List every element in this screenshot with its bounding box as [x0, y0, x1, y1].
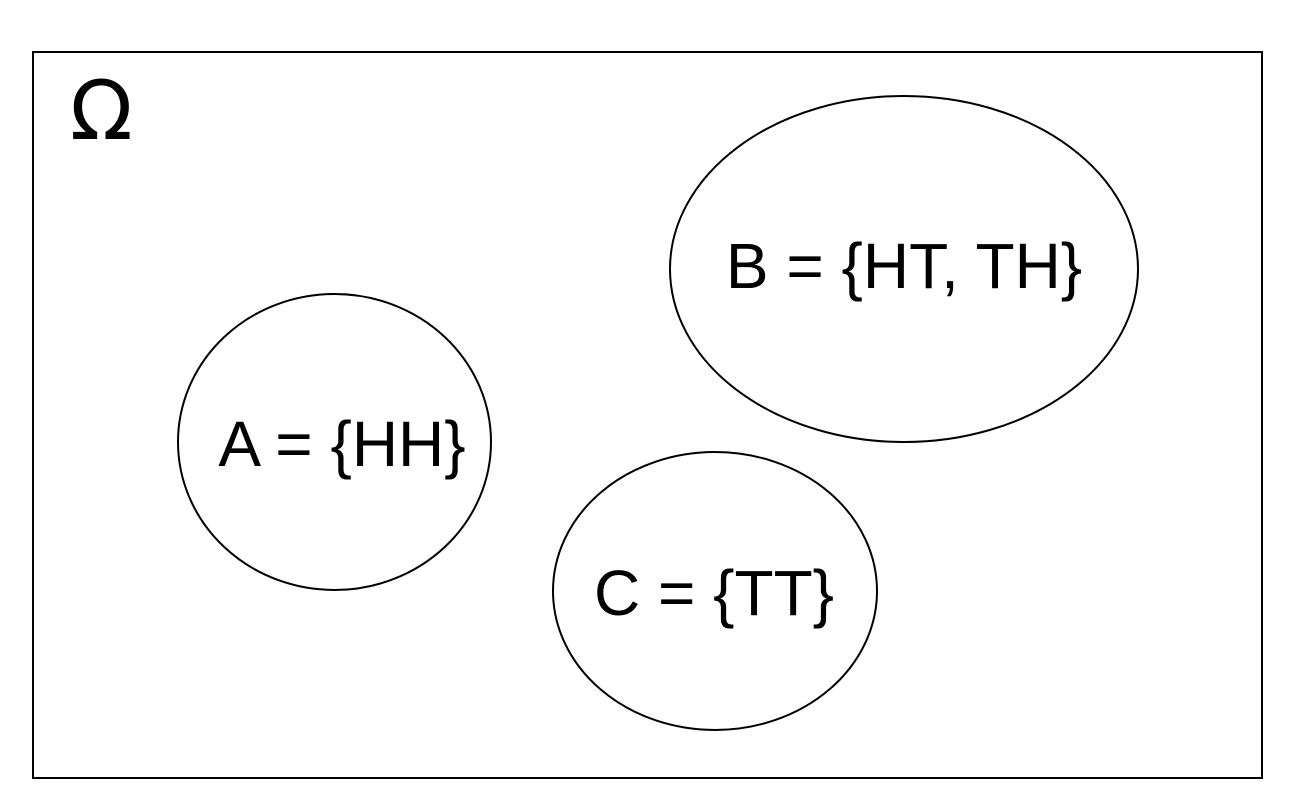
set-a-label: A = {HH} — [218, 408, 465, 480]
set-b-ellipse — [669, 95, 1139, 443]
set-c-ellipse — [552, 451, 878, 731]
set-b-label: B = {HT, TH} — [726, 230, 1082, 302]
sample-space-box — [32, 51, 1263, 779]
sample-space-label: Ω — [70, 64, 133, 159]
set-c-label: C = {TT} — [594, 557, 834, 629]
set-a-ellipse — [177, 293, 492, 591]
